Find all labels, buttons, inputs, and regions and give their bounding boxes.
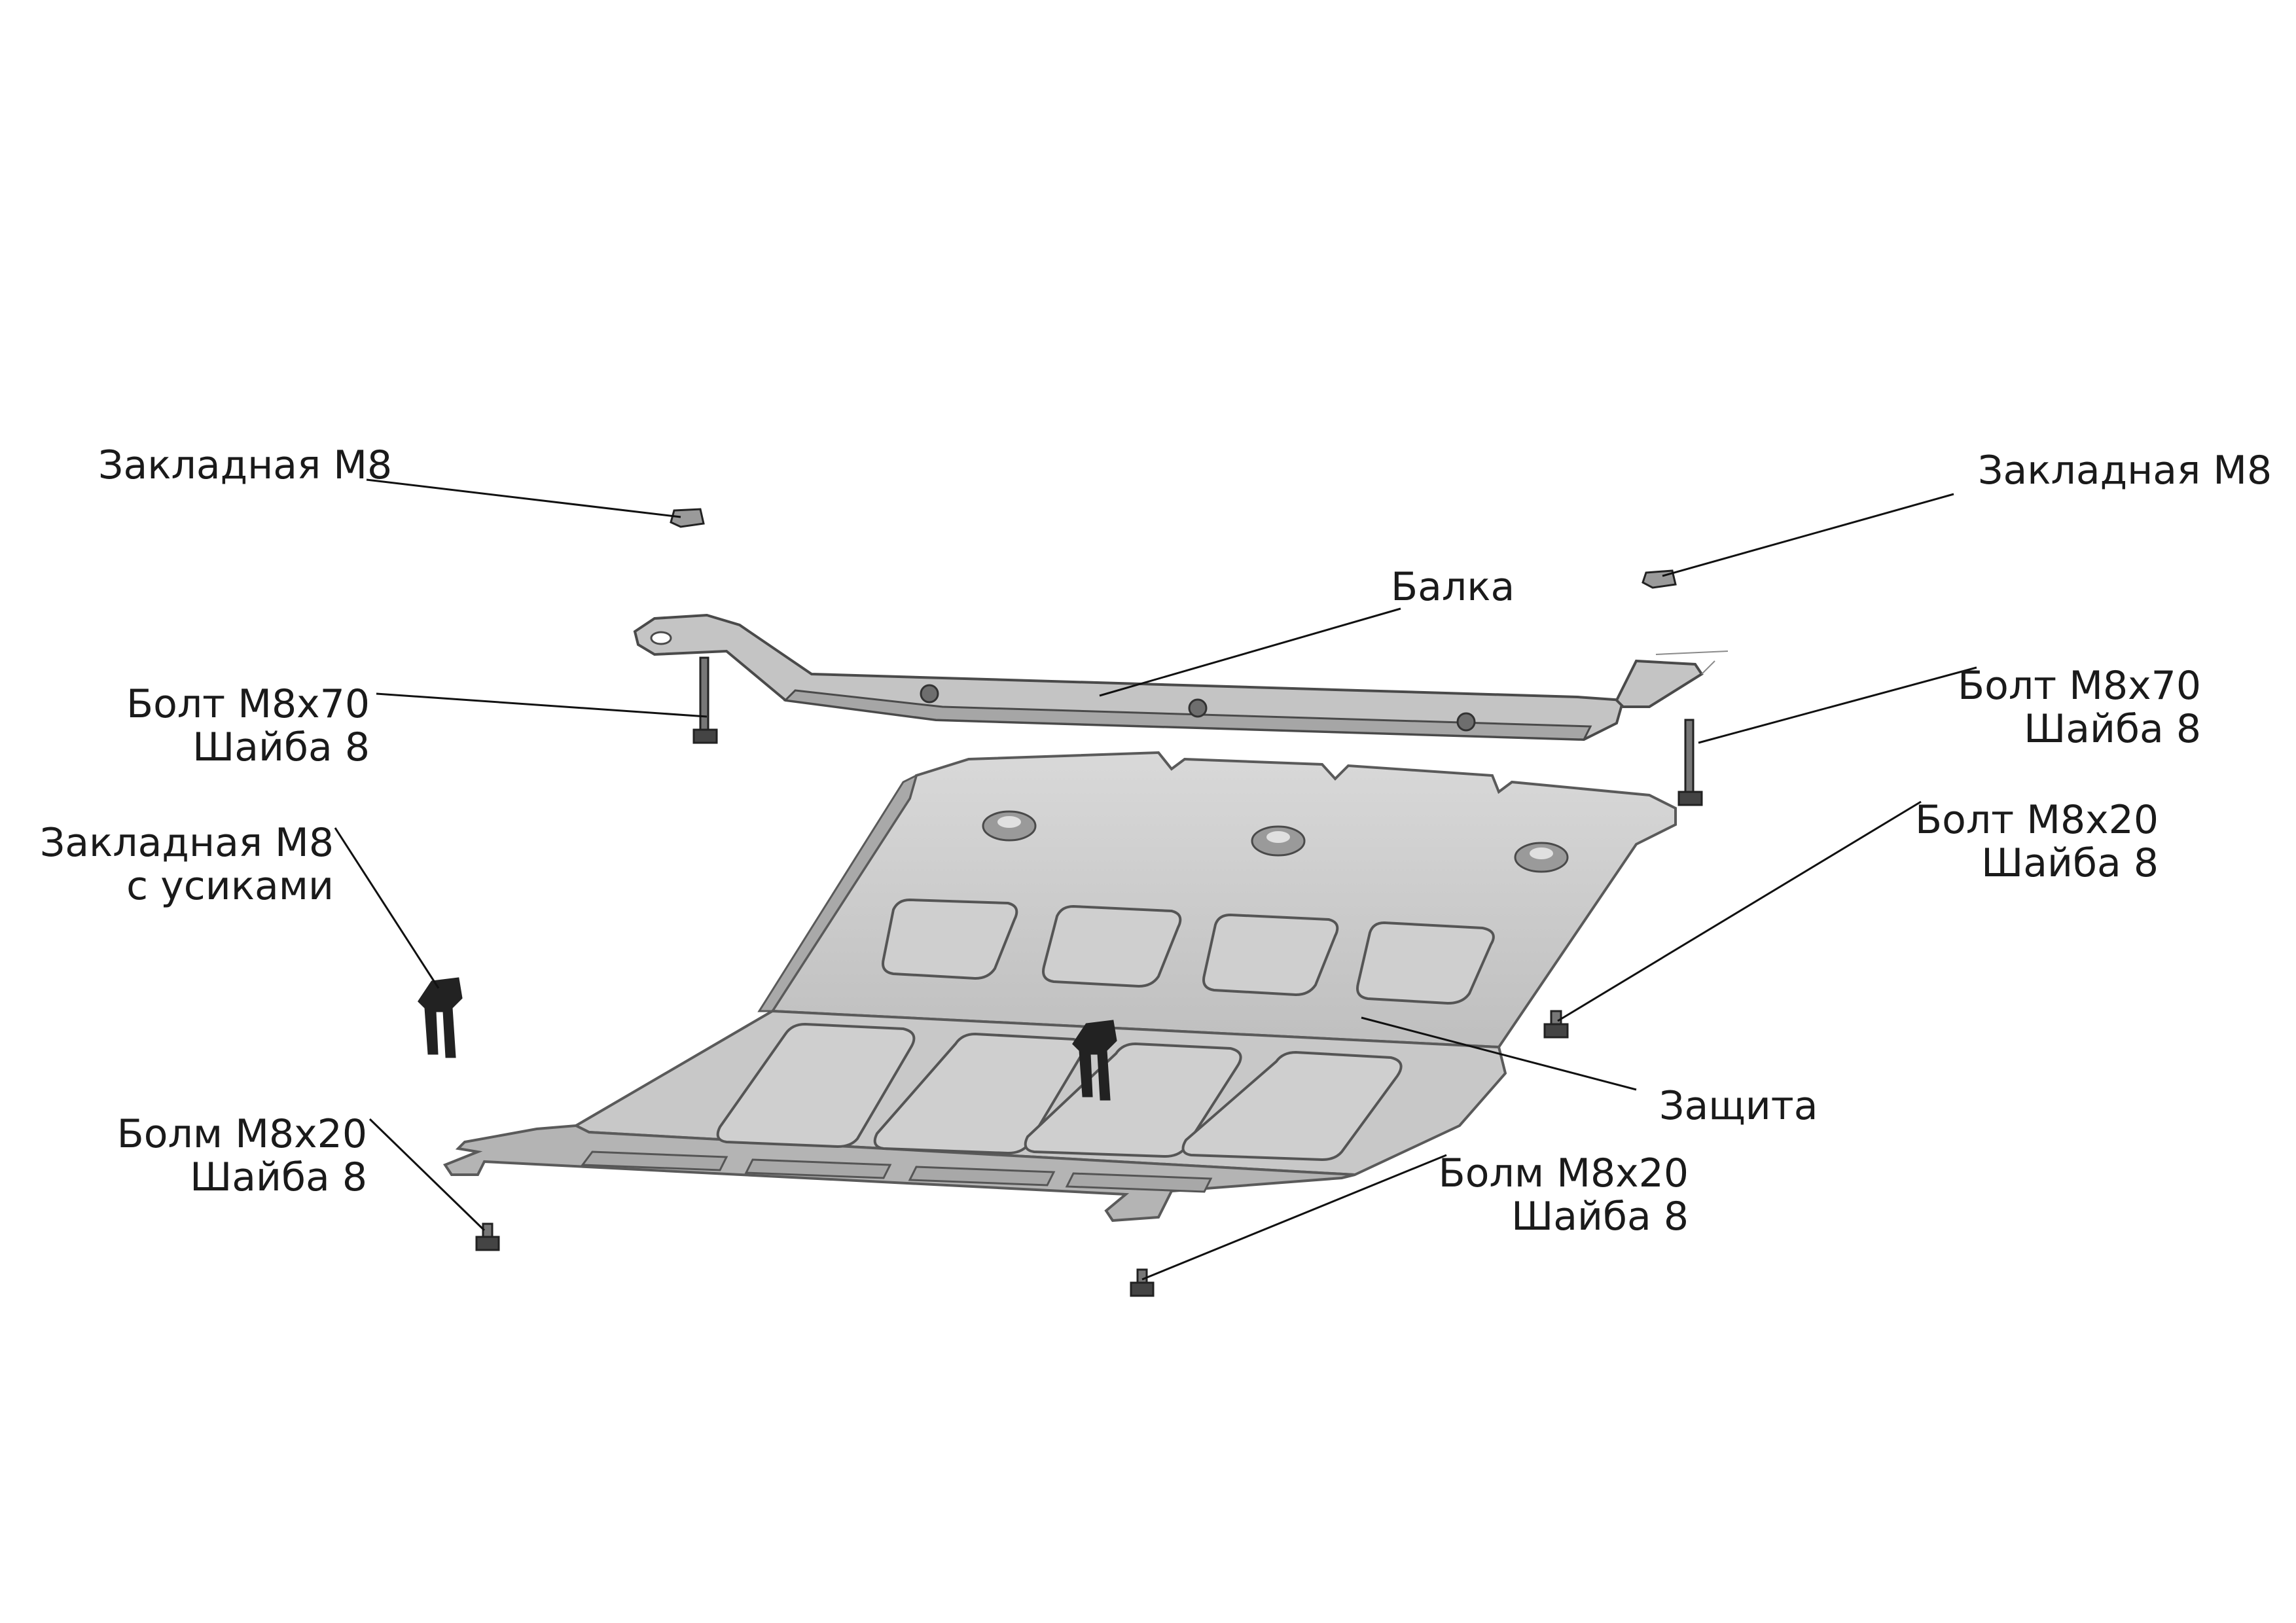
label-insert-whiskers-line1: Закладная М8 — [39, 820, 334, 866]
label-bolt70-right-line1: Болт М8х70 — [1957, 663, 2201, 709]
hardware — [418, 508, 1703, 1297]
label-bolt20-bottom-left-line2: Шайба 8 — [190, 1154, 367, 1200]
label-bolt70-right: Болт М8х70 Шайба 8 — [1958, 664, 2201, 751]
label-bolt20-bottom-mid: Болм М8х20 Шайба 8 — [1439, 1152, 1689, 1238]
label-bolt20-right-line1: Болт М8х20 — [1914, 797, 2159, 843]
beam-part — [633, 613, 1729, 741]
label-bolt20-right-line2: Шайба 8 — [1981, 840, 2159, 886]
label-beam: Балка — [1391, 564, 1515, 610]
leader-lines — [334, 478, 1977, 1281]
label-bolt20-right: Болт М8х20 Шайба 8 — [1915, 798, 2159, 885]
label-insert-whiskers-line2: с усиками — [126, 863, 334, 909]
label-bolt20-bottom-left-line1: Болм М8х20 — [117, 1111, 367, 1157]
label-bolt70-right-line2: Шайба 8 — [2024, 706, 2201, 752]
label-insert-top-left: Закладная М8 — [98, 442, 393, 488]
label-bolt20-bottom-mid-line2: Шайба 8 — [1511, 1194, 1689, 1240]
label-bolt70-left: Болт М8х70 Шайба 8 — [126, 683, 370, 769]
label-insert-whiskers: Закладная М8 с усиками — [40, 821, 334, 908]
label-bolt70-left-line1: Болт М8х70 — [126, 681, 370, 727]
guard-plate — [442, 751, 1677, 1222]
label-bolt70-left-line2: Шайба 8 — [192, 724, 370, 770]
label-bolt20-bottom-mid-line1: Болм М8х20 — [1438, 1150, 1689, 1196]
label-guard: Защита — [1659, 1083, 1818, 1129]
label-bolt20-bottom-left: Болм М8х20 Шайба 8 — [117, 1113, 367, 1199]
label-insert-top-right: Закладная М8 — [1978, 448, 2272, 493]
